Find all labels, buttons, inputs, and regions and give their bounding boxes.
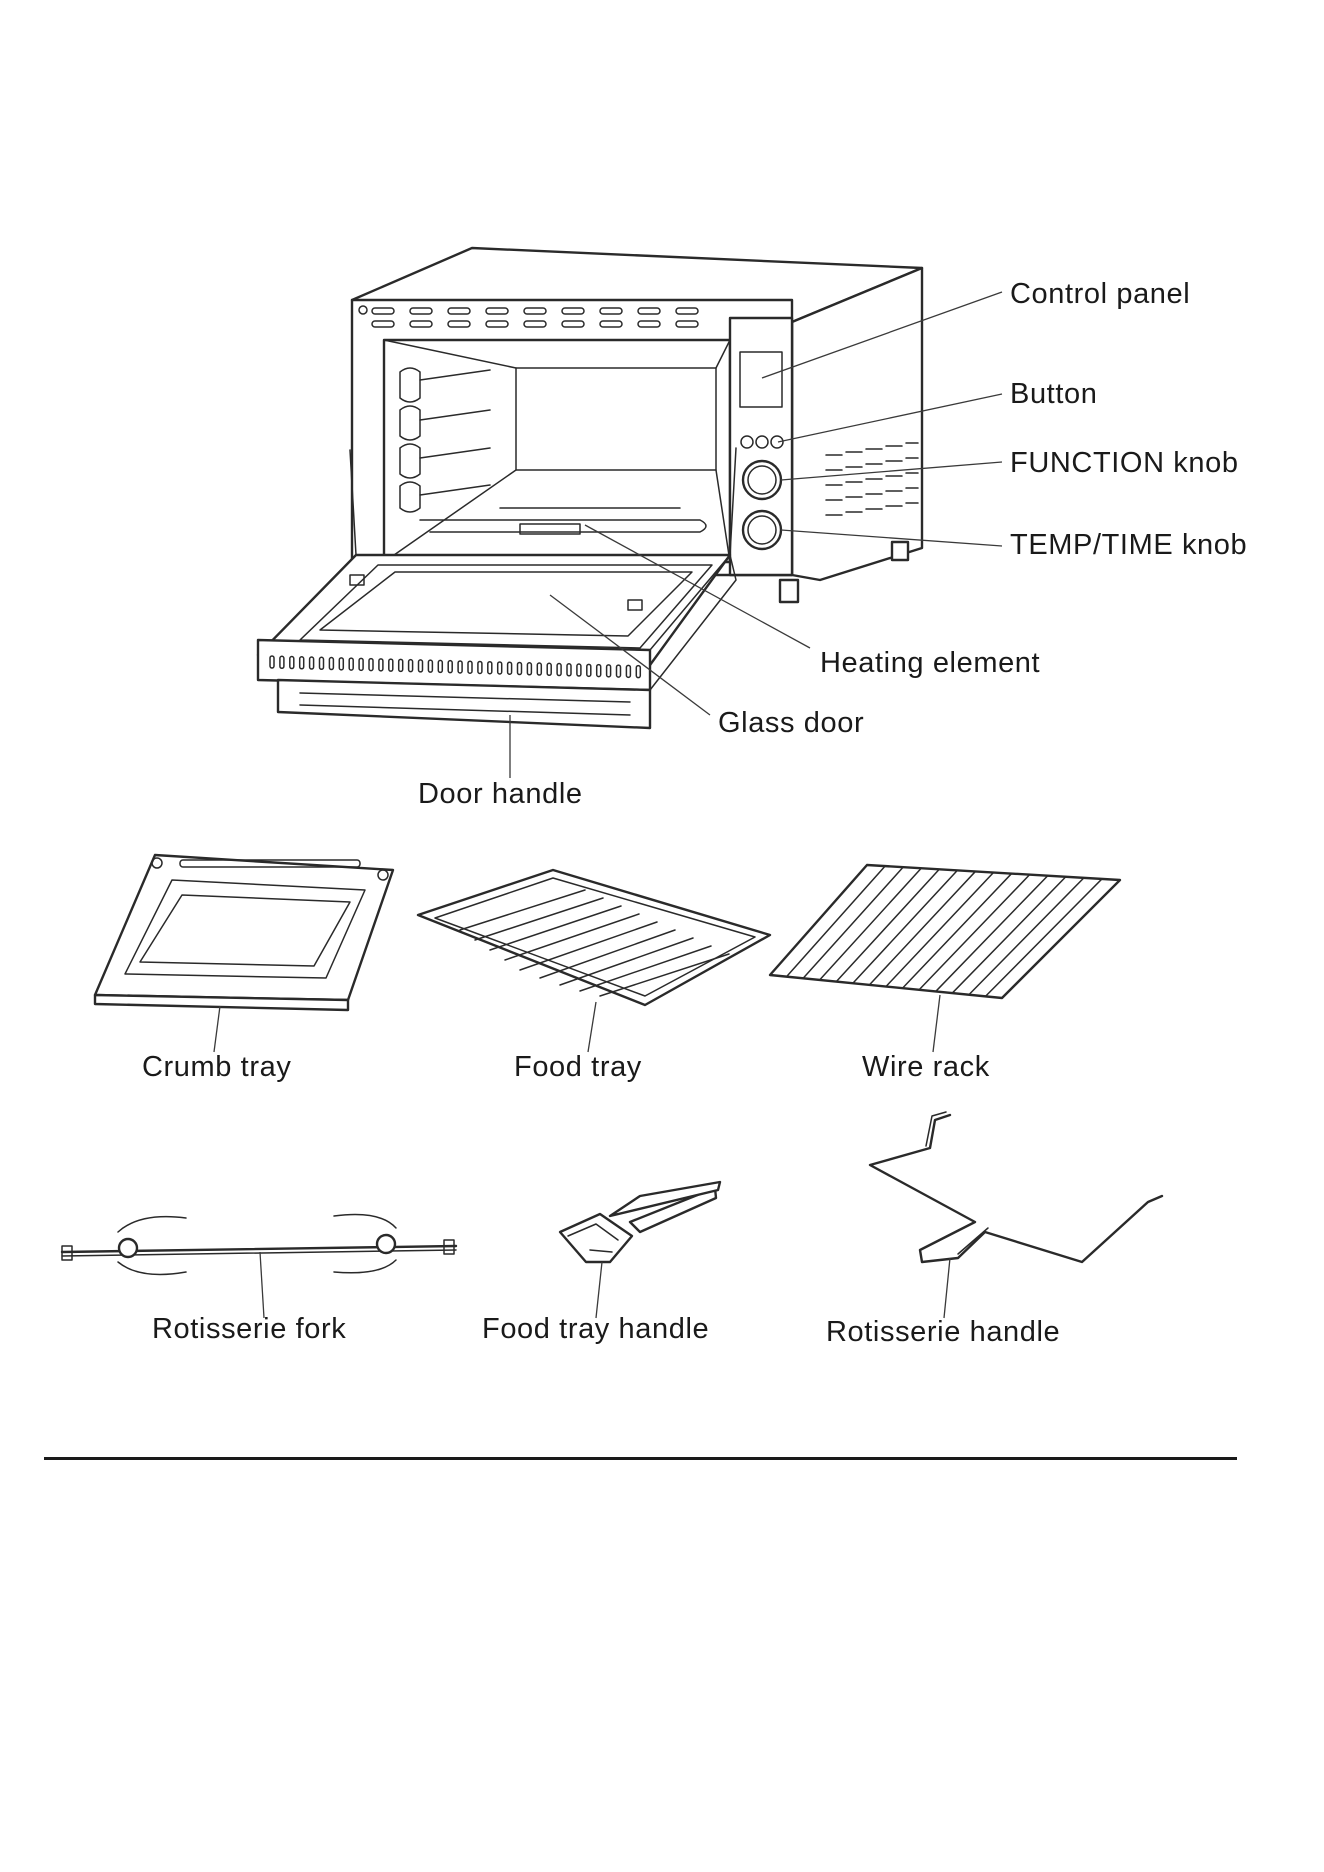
rotisserie-fork-illustration [62, 1215, 456, 1319]
label-heating-element: Heating element [820, 646, 1040, 680]
label-rotisserie-handle: Rotisserie handle [826, 1315, 1060, 1349]
rack-wire [952, 877, 1066, 993]
label-rotisserie-fork: Rotisserie fork [152, 1312, 346, 1346]
label-food-tray: Food tray [514, 1050, 642, 1084]
rack-wire [969, 878, 1084, 995]
label-glass-door: Glass door [718, 706, 864, 740]
food-tray-handle-illustration [560, 1182, 720, 1318]
label-control-panel: Control panel [1010, 277, 1190, 311]
rack-wire [985, 879, 1102, 996]
label-temp-time-knob: TEMP/TIME knob [1010, 528, 1247, 562]
label-crumb-tray: Crumb tray [142, 1050, 291, 1084]
section-divider [44, 1457, 1237, 1460]
rack-wire [936, 876, 1048, 992]
label-function-knob: FUNCTION knob [1010, 446, 1239, 480]
label-door-handle: Door handle [418, 777, 583, 811]
wire-rack-illustration [770, 865, 1120, 1052]
label-food-tray-handle: Food tray handle [482, 1312, 709, 1346]
rack-wire [787, 866, 886, 977]
rack-wire [803, 867, 903, 978]
food-tray-illustration [418, 870, 770, 1052]
rotisserie-handle-illustration [870, 1112, 1162, 1318]
label-button: Button [1010, 377, 1097, 411]
crumb-tray-illustration [95, 855, 393, 1052]
label-wire-rack: Wire rack [862, 1050, 990, 1084]
